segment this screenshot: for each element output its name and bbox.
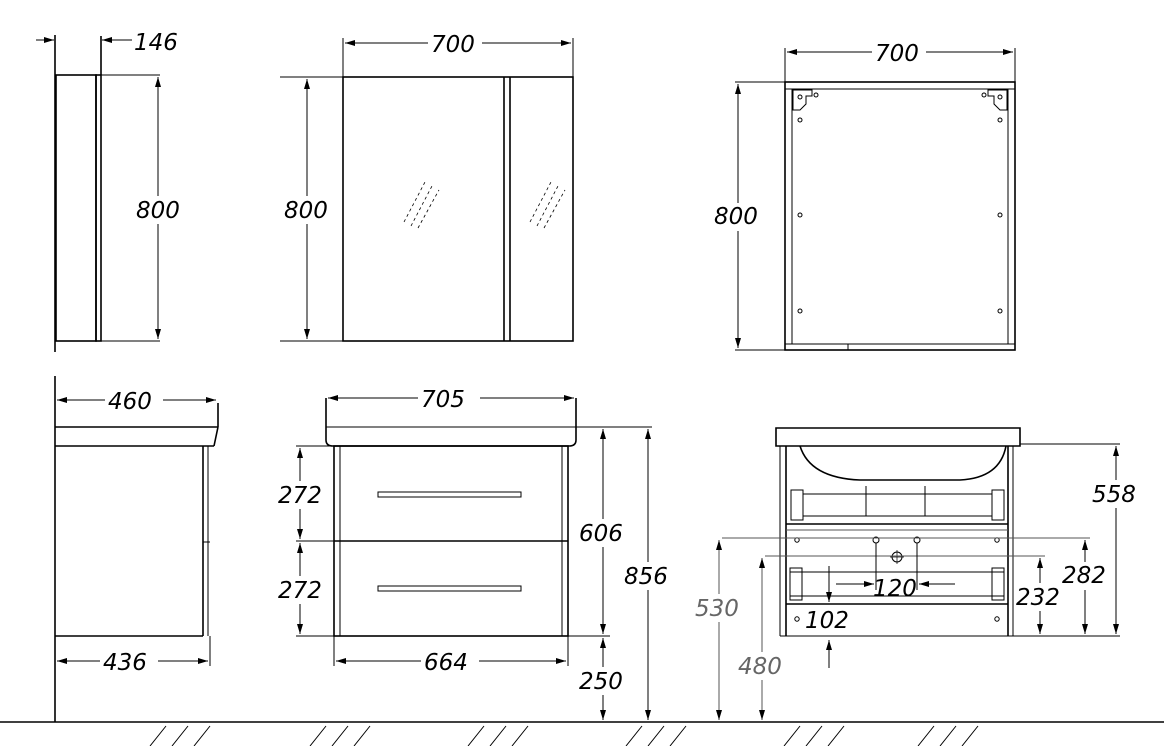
mirror-side-height-label: 800 bbox=[136, 198, 180, 224]
vanity-front-view: 705 272 272 606 856 664 250 bbox=[276, 385, 674, 720]
mirror-front-view: 700 800 bbox=[280, 30, 574, 342]
mirror-side-depth-label: 146 bbox=[134, 30, 178, 56]
mirror-front-height-label: 800 bbox=[284, 198, 328, 224]
vanity-back-drain-height-label: 232 bbox=[1016, 585, 1060, 611]
vanity-side-top-depth-label: 460 bbox=[108, 389, 152, 415]
drawer-handle-upper bbox=[377, 491, 522, 498]
vanity-side-bottom-depth-label: 436 bbox=[103, 650, 147, 676]
mirror-front-width-label: 700 bbox=[431, 32, 475, 58]
vanity-side-view: 460 436 bbox=[54, 376, 219, 722]
vanity-front-floor-gap-label: 250 bbox=[579, 669, 623, 695]
vanity-back-view: 120 102 558 282 232 530 480 bbox=[693, 427, 1146, 720]
mirror-reflection-right bbox=[529, 181, 566, 229]
mirror-back-height-label: 800 bbox=[714, 204, 758, 230]
drawer-handle-lower bbox=[377, 585, 522, 592]
floor-line bbox=[0, 721, 1164, 746]
hinge-right bbox=[981, 89, 1008, 123]
vanity-front-total-height-label: 856 bbox=[624, 564, 668, 590]
vanity-back-hole-height-label: 282 bbox=[1062, 563, 1106, 589]
floor-hatch bbox=[149, 725, 979, 746]
vanity-back-total-height-label: 558 bbox=[1092, 482, 1136, 508]
vanity-front-drawer-upper-label: 272 bbox=[278, 483, 322, 509]
vanity-front-body-height-label: 606 bbox=[579, 521, 623, 547]
mirror-side-view: 146 800 bbox=[36, 30, 186, 352]
vanity-front-top-width-label: 705 bbox=[421, 387, 465, 413]
vanity-front-body-width-label: 664 bbox=[424, 650, 468, 676]
mirror-back-width-label: 700 bbox=[875, 41, 919, 67]
mirror-back-view: 700 800 bbox=[712, 40, 1016, 351]
vanity-back-bracket-height-label: 480 bbox=[738, 654, 782, 680]
mirror-reflection-left bbox=[403, 181, 440, 229]
vanity-back-mount-height-label: 530 bbox=[695, 596, 739, 622]
hinge-left bbox=[792, 89, 819, 123]
vanity-front-drawer-lower-label: 272 bbox=[278, 578, 322, 604]
vanity-back-hole-spacing-label: 120 bbox=[873, 576, 917, 602]
vanity-back-offset-label: 102 bbox=[805, 608, 849, 634]
